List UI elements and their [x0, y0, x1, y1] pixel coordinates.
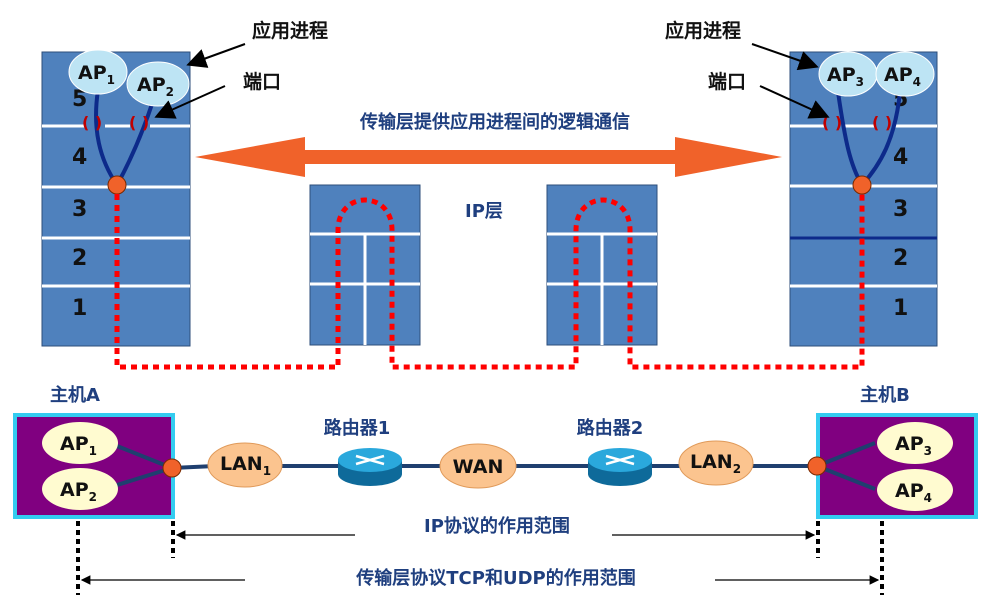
scope-boundaries	[76, 521, 884, 595]
ip-scope-label: IP协议的作用范围	[424, 515, 570, 537]
router2-label: 路由器2	[577, 417, 644, 439]
svg-text:LAN2: LAN2	[690, 451, 741, 476]
app-process-label-left: 应用进程	[252, 19, 328, 42]
router1-stack	[309, 184, 421, 346]
lan2-cloud: LAN2	[678, 440, 754, 486]
ap2-stack: AP2	[137, 74, 174, 99]
socket-dot	[852, 175, 872, 195]
svg-text:WAN: WAN	[453, 456, 504, 478]
layer-2: 2	[893, 246, 908, 271]
host-b-ap4: AP4	[895, 480, 932, 505]
host-a: AP1 AP2	[13, 413, 182, 519]
svg-text:LAN1: LAN1	[220, 453, 271, 478]
port-label-right: 端口	[708, 70, 746, 93]
layer-1: 1	[72, 296, 87, 321]
layer-5: 5	[72, 87, 87, 112]
host-a-label: 主机A	[50, 384, 100, 406]
port-2: ( )	[129, 113, 149, 132]
router1-label: 路由器1	[324, 417, 391, 439]
transport-logic-label: 传输层提供应用进程间的逻辑通信	[359, 111, 630, 133]
layer-3: 3	[72, 197, 87, 222]
lan1-cloud: LAN1	[207, 442, 283, 488]
socket-dot	[107, 175, 127, 195]
layer-3: 3	[893, 197, 908, 222]
data-path	[114, 194, 865, 370]
layer-4: 4	[72, 145, 87, 170]
app-process-label-right: 应用进程	[665, 19, 741, 42]
host-b-ap3: AP3	[895, 433, 932, 458]
router1-icon	[338, 448, 402, 486]
router2-stack	[546, 184, 658, 346]
port-label-left: 端口	[243, 70, 281, 93]
logical-communication-arrow	[195, 137, 782, 177]
port-4: ( )	[872, 113, 892, 132]
transport-scope-label: 传输层协议TCP和UDP的作用范围	[355, 567, 635, 589]
host-b: AP3 AP4	[807, 413, 978, 519]
router2-icon	[588, 448, 652, 486]
wan-cloud: WAN	[439, 443, 517, 489]
host-a-ap1: AP1	[60, 433, 97, 458]
ap1-stack: AP1	[78, 62, 115, 87]
ip-layer-label: IP层	[465, 201, 503, 222]
ap3-stack: AP3	[827, 64, 864, 89]
layer-2: 2	[72, 246, 87, 271]
host-b-label: 主机B	[860, 384, 910, 406]
layer-1: 1	[893, 296, 908, 321]
layer-4: 4	[893, 145, 908, 170]
ap4-stack: AP4	[884, 64, 921, 89]
port-1: ( )	[82, 113, 102, 132]
host-a-ap2: AP2	[60, 479, 97, 504]
